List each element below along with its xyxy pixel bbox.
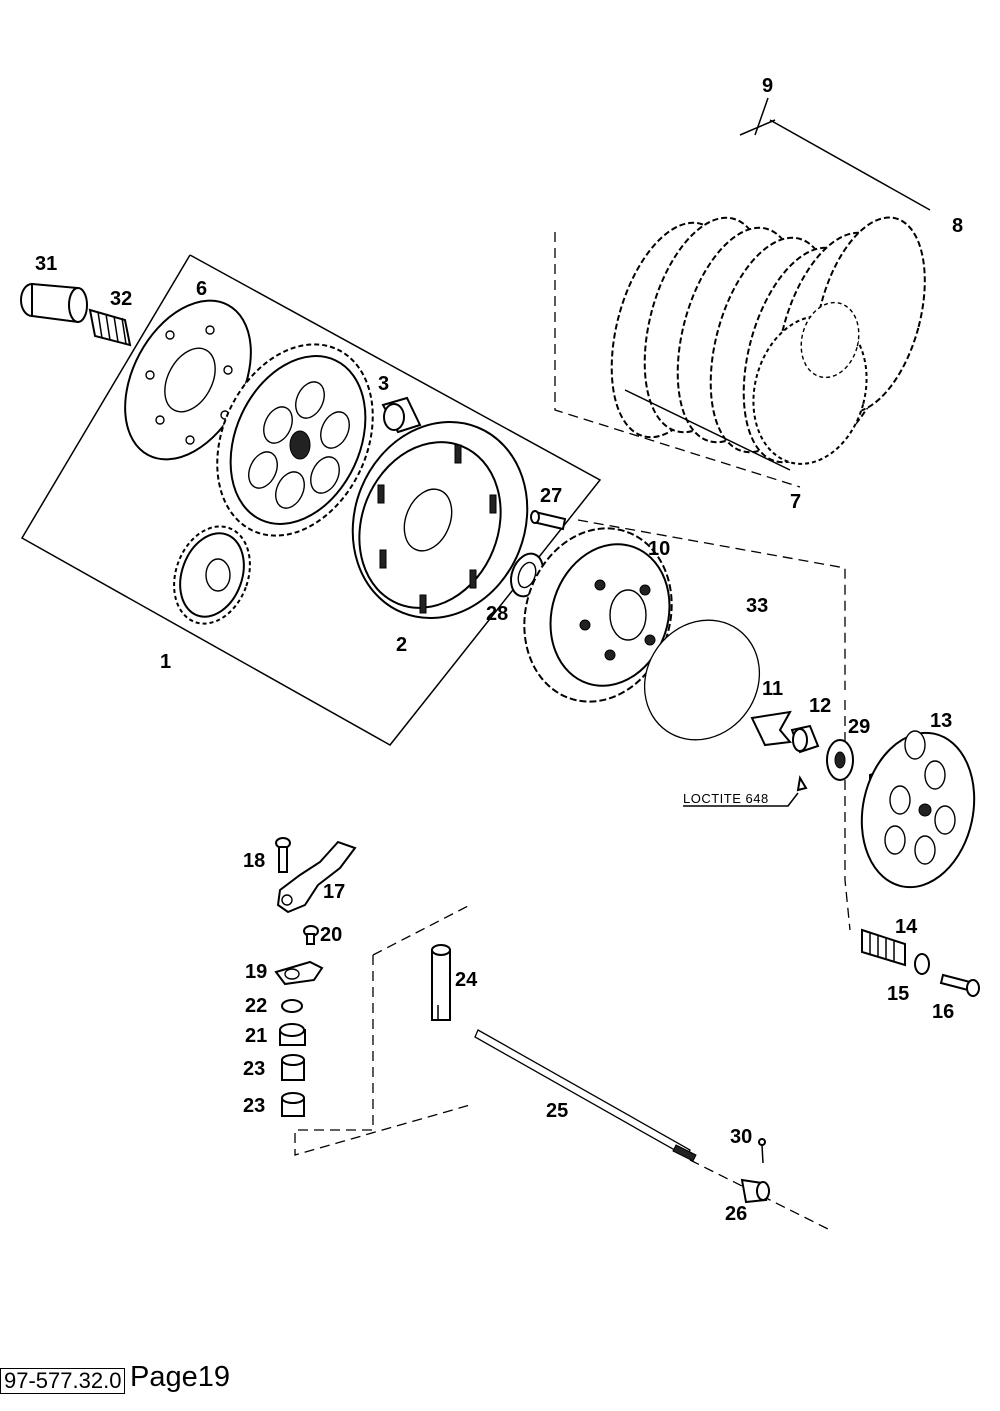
gasket-19 [274,960,324,986]
group-frame-left [294,955,471,1156]
screw-20 [303,925,319,945]
leader-8 [769,119,931,211]
bushing-23-lower [281,1092,305,1117]
push-rod-25 [474,1029,697,1162]
pin-27 [530,510,567,531]
clutch-basket-2 [351,420,529,620]
leader-8b [739,119,776,136]
label-7: 7 [790,491,801,513]
bearing-29 [826,739,854,781]
seal-21 [279,1023,306,1046]
o-ring-33 [643,619,761,741]
clutch-hub-10 [523,527,673,703]
label-32: 32 [110,288,132,310]
group-frame-pushrod [844,700,851,931]
leader-7 [624,389,791,471]
label-16: 16 [932,1001,954,1023]
bushing-31 [20,282,88,324]
label-24: 24 [455,969,478,991]
bolt-16 [939,973,980,997]
bush-3 [381,396,422,434]
lock-washer-11 [750,710,792,747]
loctite-drop [796,775,808,792]
label-22: 22 [245,995,267,1017]
pin-30 [758,1138,766,1164]
label-28: 28 [486,603,508,625]
bolt-18 [275,837,291,873]
group-frame-pushrod-lower [372,904,471,956]
release-lever-17 [276,840,357,914]
bushing-23-upper [281,1054,305,1081]
label-12: 12 [809,695,831,717]
rod-end-26 [740,1178,770,1204]
primary-gear [216,343,374,537]
label-2: 2 [396,634,407,656]
group-frame-rod-end [689,1159,831,1231]
label-10: 10 [648,538,670,560]
label-17: 17 [323,881,345,903]
label-27: 27 [540,485,562,507]
label-26: 26 [725,1203,747,1225]
label-25: 25 [546,1100,568,1122]
label-30: 30 [730,1126,752,1148]
label-6: 6 [196,278,207,300]
needle-bearing-32 [88,308,132,347]
label-13: 13 [930,710,952,732]
loctite-note: LOCTITE 648 [683,791,769,806]
o-ring-22 [281,999,303,1013]
group-frame-discs [554,232,801,488]
leader-9 [754,97,769,136]
leader-loctite [683,792,799,807]
nut-12 [790,724,820,754]
document-code: 97-577.32.0 [0,1368,126,1394]
label-9: 9 [762,75,773,97]
page-number: Page19 [130,1361,230,1393]
label-20: 20 [320,924,342,946]
washer-15 [914,953,930,975]
spring-14 [861,928,906,967]
label-31: 31 [35,253,57,275]
pressure-plate-13 [860,730,976,889]
label-15: 15 [887,983,909,1005]
label-29: 29 [848,716,870,738]
label-18: 18 [243,850,265,872]
label-1: 1 [160,651,171,673]
label-3: 3 [378,373,389,395]
shaft-24 [431,944,451,1021]
group-frame-clutch-basket [20,254,602,746]
label-23-lower: 23 [243,1095,265,1117]
small-gear [173,525,251,625]
clutch-discs-stack [610,216,926,465]
label-11: 11 [762,678,783,700]
label-14: 14 [895,916,918,938]
label-23-upper: 23 [243,1058,265,1080]
group-frame-hub [577,519,846,690]
label-21: 21 [245,1025,267,1047]
label-33: 33 [746,595,768,617]
label-8: 8 [952,215,963,237]
label-19: 19 [245,961,267,983]
